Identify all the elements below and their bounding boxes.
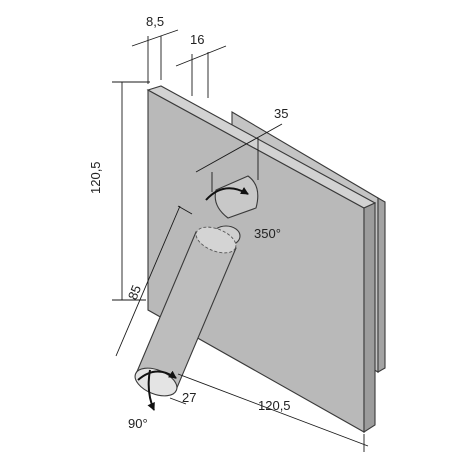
dim-label-height: 120,5: [88, 161, 103, 194]
front-plate: [146, 85, 377, 434]
dim-label-depth-mount: 16: [190, 32, 204, 47]
head-rotation-arrow: [205, 187, 249, 201]
dim-label-lens-diameter: 27: [182, 390, 196, 405]
dim-label-width: 120,5: [258, 398, 291, 413]
tilt-arrow-top: [137, 370, 177, 381]
dim-label-depth-small: 8,5: [146, 14, 164, 29]
dim-label-lamp-width: 35: [274, 106, 288, 121]
dim-label-rotation-tilt: 90°: [128, 416, 148, 431]
dim-label-rotation-head: 350°: [254, 226, 281, 241]
dim-label-arm-length: 85: [125, 283, 144, 302]
tilt-arrow-bottom: [147, 369, 155, 411]
rotation-arrows: [137, 187, 249, 411]
dimension-lines: [112, 29, 369, 452]
